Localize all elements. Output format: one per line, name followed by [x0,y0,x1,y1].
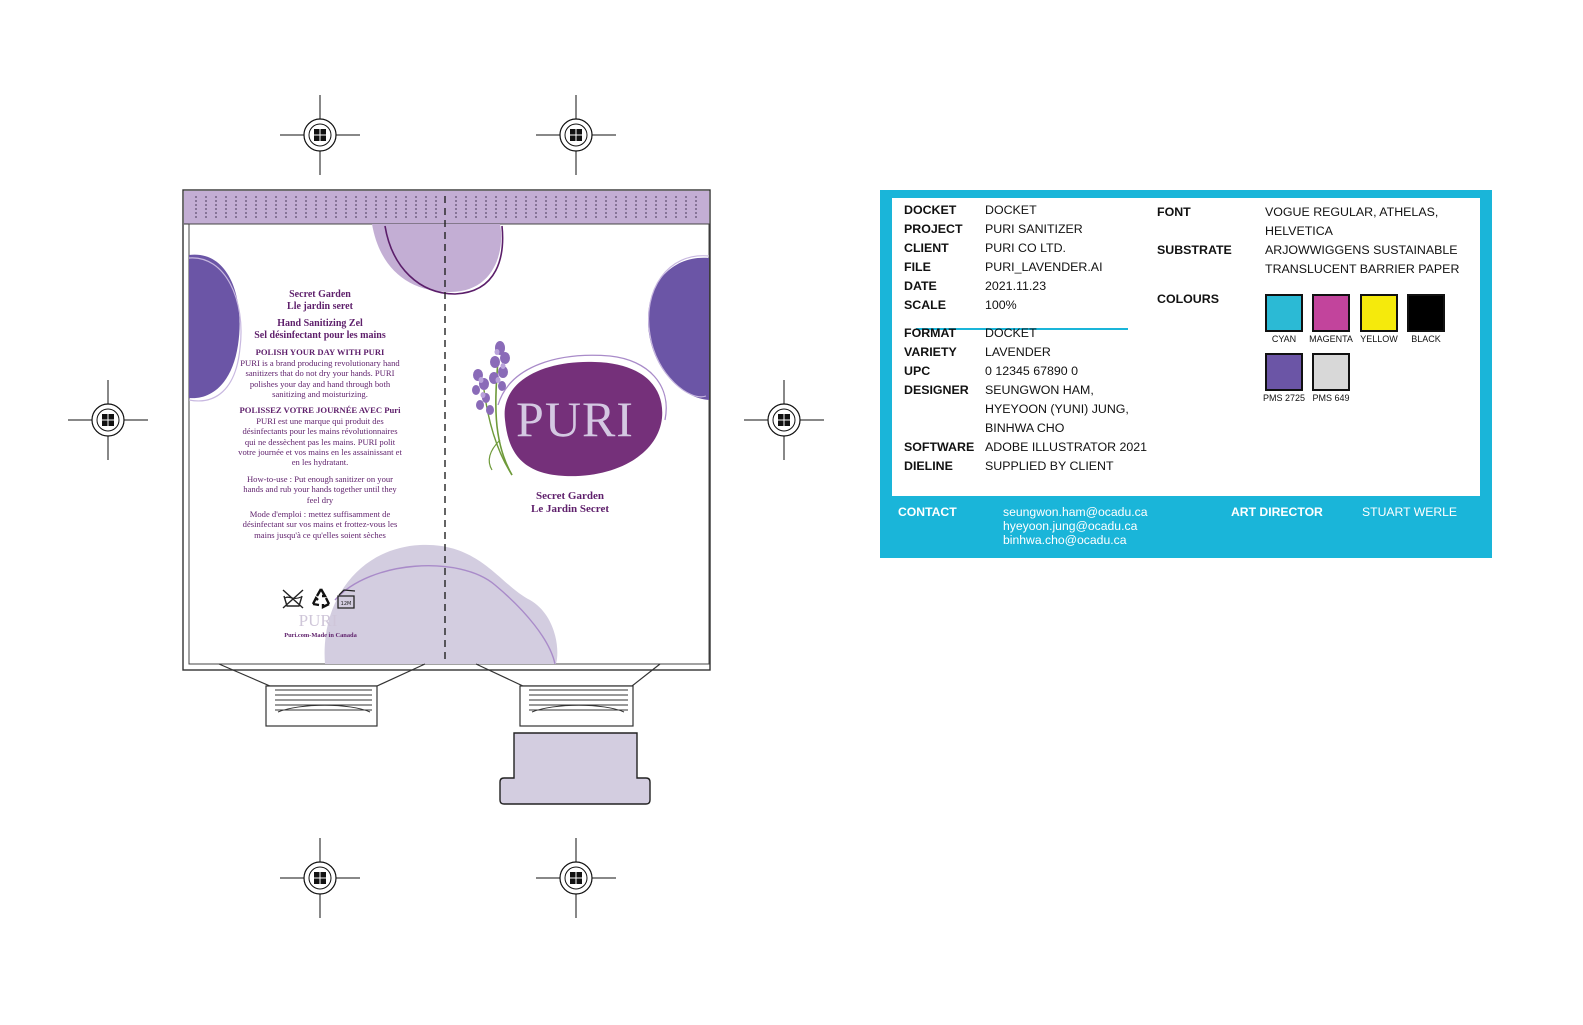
back-panel-text: Secret Garden Lle jardin seret Hand Sani… [238,289,402,540]
variety-value: LAVENDER [985,345,1051,359]
swatch-pms-2725 [1265,353,1303,391]
front-name: Secret Garden Le Jardin Secret [515,490,625,516]
back-small-logo: PURI [298,611,338,630]
registration-mark-icon [280,838,360,918]
docket-value: DOCKET [985,203,1037,217]
swatch-black-label: BLACK [1411,334,1441,344]
project-label: PROJECT [904,222,963,236]
date-value: 2021.11.23 [985,279,1047,293]
format-value: DOCKET [985,326,1037,340]
product-en: Hand Sanitizing Zel [277,318,363,330]
designer-label: DESIGNER [904,383,969,397]
contact-label: CONTACT [898,505,957,519]
contact-email-2[interactable]: hyeyoon.jung@ocadu.ca [1003,519,1138,533]
swatch-magenta-label: MAGENTA [1309,334,1353,344]
scale-value: 100% [985,298,1017,312]
art-director-name: STUART WERLE [1362,505,1458,519]
recycle-icon [311,588,331,609]
polish-body: PURI is a brand producing revolutionary … [240,357,400,399]
title-fr: Lle jardin seret [287,300,353,312]
registration-mark-icon [744,380,824,460]
lavender-illustration [472,341,513,476]
substrate-value-1: ARJOWWIGGENS SUSTAINABLE [1265,243,1458,257]
designer-value-3: BINHWA CHO [985,421,1065,435]
howto-fr: Mode d'emploi : mettez suffisamment de d… [242,509,398,540]
swatch-yellow [1360,294,1398,332]
contact-email-3[interactable]: binhwa.cho@ocadu.ca [1003,533,1127,547]
font-label: FONT [1157,205,1191,219]
font-value-2: HELVETICA [1265,224,1333,238]
registration-mark-icon [68,380,148,460]
dieline-value: SUPPLIED BY CLIENT [985,459,1114,473]
variety-label: VARIETY [904,345,957,359]
upc-label: UPC [904,364,931,378]
polissez-heading: POLISSEZ VOTRE JOURNÉE AVEC Puri [239,405,401,416]
howto-en: How-to-use : Put enough sanitizer on you… [243,473,397,505]
art-director-label: ART DIRECTOR [1231,505,1323,519]
font-value-1: VOGUE REGULAR, ATHELAS, [1265,205,1439,219]
polish-heading: POLISH YOUR DAY WITH PURI [255,347,385,358]
substrate-label: SUBSTRATE [1157,243,1232,257]
title-en: Secret Garden [289,289,351,300]
docket-label: DOCKET [904,203,957,217]
file-value: PURI_LAVENDER.AI [985,260,1103,274]
product-fr: Sel désinfectant pour les mains [254,329,386,341]
registration-mark-icon [536,838,616,918]
swatch-cyan-label: CYAN [1271,334,1297,344]
swatch-pms-649-label: PMS 649 [1312,393,1350,403]
format-label: FORMAT [904,326,957,340]
designer-value-2: HYEYOON (YUNI) JUNG, [985,402,1129,416]
period-after-opening-icon: 12M [337,589,356,609]
swatch-yellow-label: YELLOW [1360,334,1398,344]
registration-mark-icon [536,95,616,175]
dieline-label: DIELINE [904,459,953,473]
project-value: PURI SANITIZER [985,222,1083,236]
swatch-black [1407,294,1445,332]
docket-divider [916,328,1128,330]
contact-email-1[interactable]: seungwon.ham@ocadu.ca [1003,505,1148,519]
print-docket: DOCKET DOCKET PROJECT PURI SANITIZER CLI… [880,190,1492,558]
registration-mark-icon [280,95,360,175]
software-label: SOFTWARE [904,440,975,454]
date-label: DATE [904,279,937,293]
upc-value: 0 12345 67890 0 [985,364,1079,378]
colours-label: COLOURS [1157,292,1219,306]
swatch-cyan [1265,294,1303,332]
client-value: PURI CO LTD. [985,241,1067,255]
cap-tab [499,732,651,805]
designer-value-1: SEUNGWON HAM, [985,383,1094,397]
pao-label: 12M [341,601,352,607]
software-value: ADOBE ILLUSTRATOR 2021 [985,440,1148,454]
scale-label: SCALE [904,298,946,312]
front-name-en: Secret Garden [536,490,604,502]
swatch-pms-649 [1312,353,1350,391]
back-footer: Puri.com-Made in Canada [284,632,357,639]
docket-details: DOCKET DOCKET PROJECT PURI SANITIZER CLI… [892,198,1480,496]
front-logo-blob [504,361,663,477]
client-label: CLIENT [904,241,949,255]
front-name-fr: Le Jardin Secret [530,503,609,515]
swatch-magenta [1312,294,1350,332]
wash-symbol-icon [282,589,304,609]
swatch-pms-2725-label: PMS 2725 [1262,393,1306,403]
front-logo: PURI [516,391,634,447]
polissez-body: PURI est une marque qui produit des dési… [238,415,402,468]
file-label: FILE [904,260,931,274]
substrate-value-2: TRANSLUCENT BARRIER PAPER [1265,262,1460,276]
